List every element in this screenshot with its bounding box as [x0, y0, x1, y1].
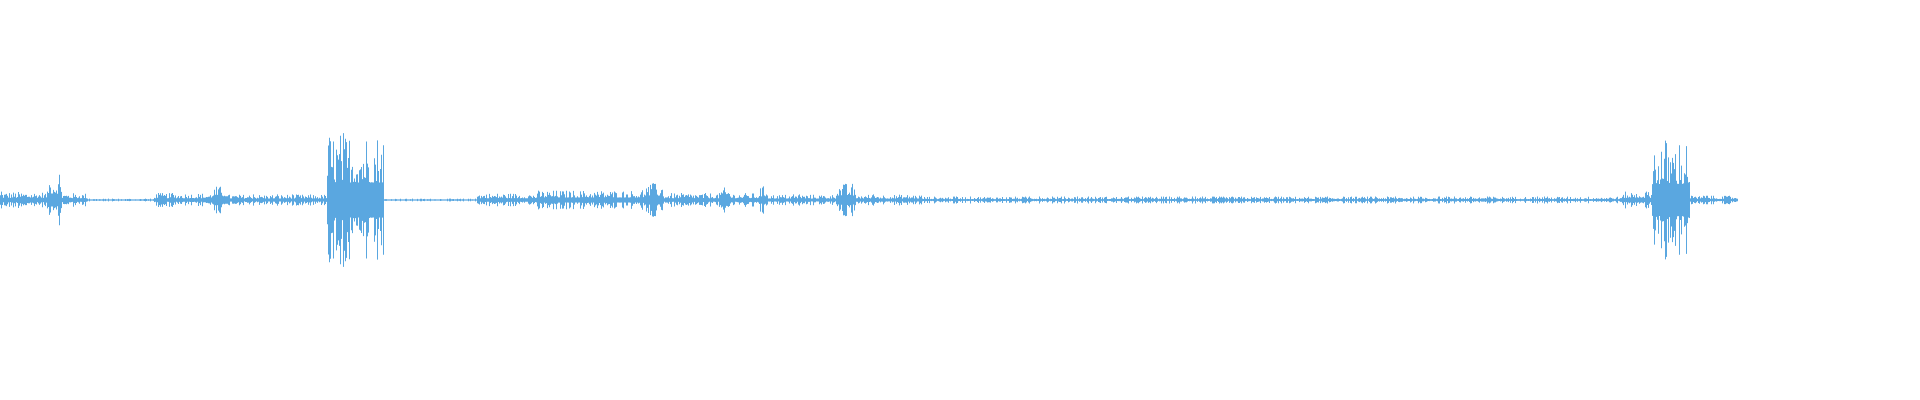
waveform-path	[0, 133, 1738, 267]
waveform-bars	[0, 133, 1738, 267]
